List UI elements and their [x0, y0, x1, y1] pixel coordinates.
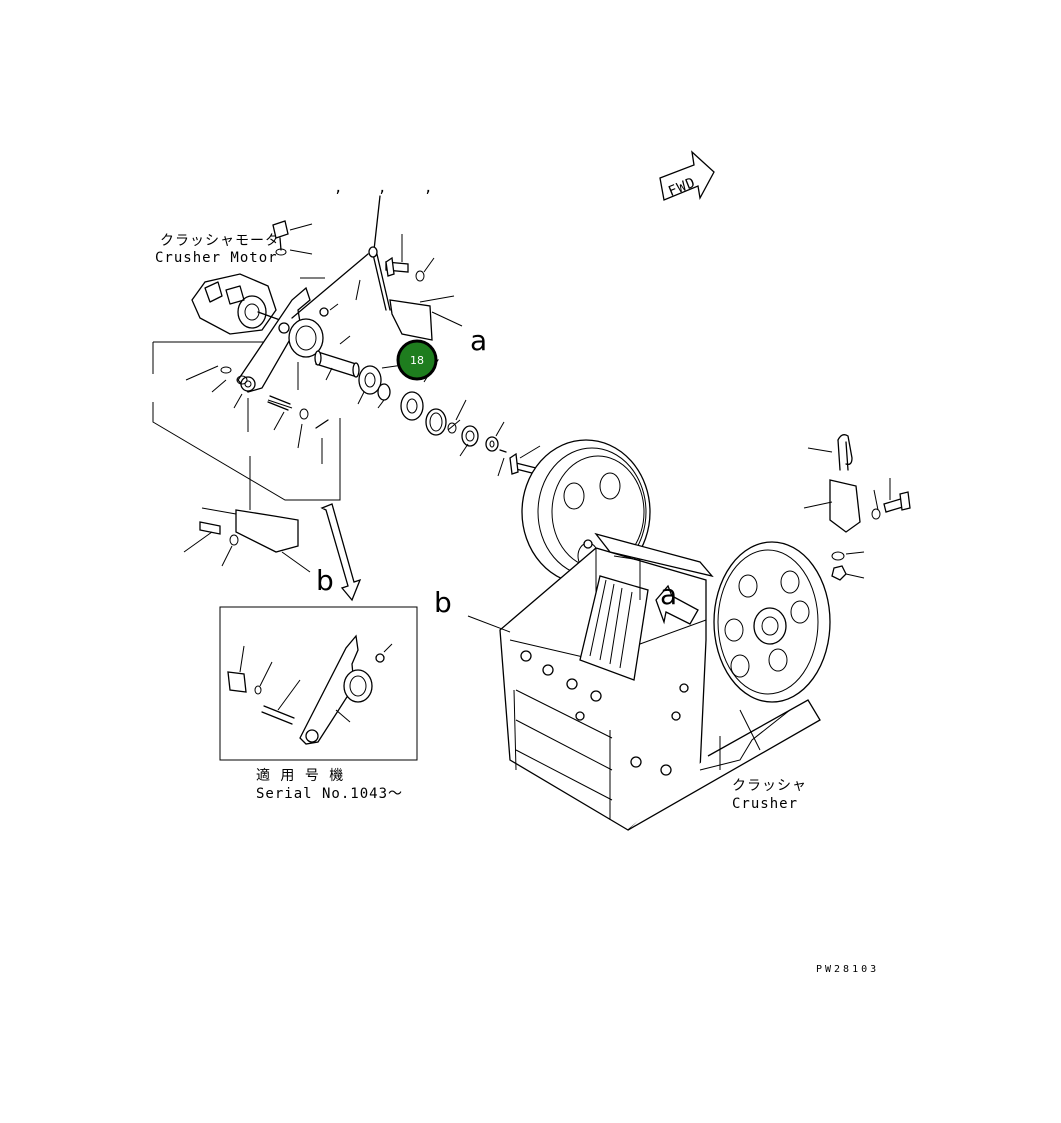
crusher-label-jp: クラッシャ	[732, 778, 807, 794]
washer-icon	[236, 375, 248, 385]
fwd-arrow-icon: FWD	[659, 150, 715, 201]
pin-icon	[267, 395, 291, 411]
cotter-pin-icon	[315, 419, 329, 429]
ref-b-label-2: b	[434, 586, 452, 619]
down-arrow-icon	[320, 503, 362, 602]
shaft-icon	[314, 335, 360, 381]
washer-icon	[299, 408, 309, 420]
pin-icon	[267, 399, 293, 409]
crusher-motor-icon	[191, 273, 281, 335]
frame-line-3	[152, 402, 341, 501]
bearing-icon	[357, 359, 440, 421]
bolt-top-icon	[272, 220, 313, 256]
callout-marker-18[interactable]: 18	[396, 339, 438, 381]
crusher-motor-label-jp: クラッシャモータ	[160, 233, 280, 249]
ref-a-label-2: a	[660, 578, 677, 611]
top-comma-2: ,	[378, 180, 387, 196]
bracket-plate-b-icon: b	[183, 456, 334, 597]
bracket-plate-a-icon: a	[389, 295, 487, 357]
crusher-body-icon: a	[499, 439, 831, 831]
leader-line	[211, 379, 227, 393]
leader-line	[273, 411, 285, 431]
serial-inset-box	[219, 606, 418, 761]
washer-icon	[220, 366, 232, 374]
ref-a-label-1: a	[470, 324, 487, 357]
drawing-code: PW28103	[816, 964, 879, 975]
leader-line	[233, 393, 243, 409]
callout-marker-circle[interactable]	[396, 339, 438, 381]
ref-b-label-1: b	[316, 564, 334, 597]
top-comma-3: ,	[424, 180, 433, 196]
top-comma-1: ,	[334, 180, 343, 196]
serial-label-en: Serial No.1043〜	[256, 786, 403, 802]
right-bracket-icon	[803, 434, 911, 581]
rod-icon	[291, 195, 391, 319]
crusher-label-en: Crusher	[732, 796, 798, 812]
leader-line	[355, 279, 361, 301]
serial-label-jp: 適 用 号 機	[256, 767, 344, 784]
callout-marker-number: 18	[410, 354, 424, 367]
seal-ring-icon	[425, 399, 541, 477]
crusher-motor-label-en: Crusher Motor	[155, 250, 278, 266]
bolt-upper-icon	[385, 234, 435, 282]
leader-line	[185, 365, 219, 381]
inset-lever-icon	[227, 634, 393, 745]
ref-b-pointer	[467, 615, 511, 633]
leader-line	[297, 423, 303, 449]
